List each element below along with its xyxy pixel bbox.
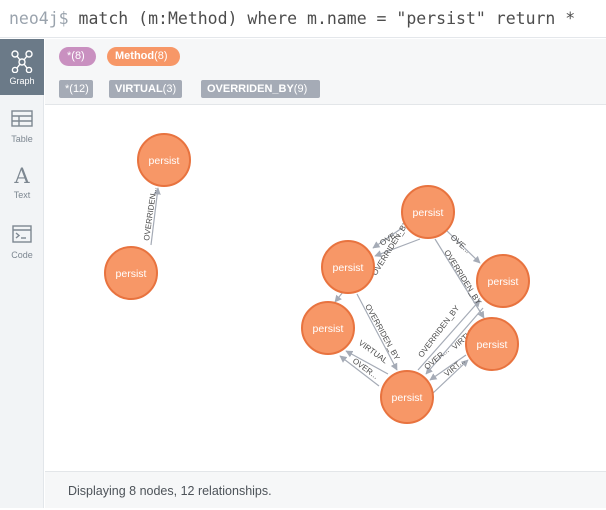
sidebar-item-code[interactable]: Code	[0, 213, 44, 269]
reltype-tag-virtual[interactable]: VIRTUAL(3)	[109, 80, 182, 98]
sidebar-item-table[interactable]: Table	[0, 97, 44, 153]
graph-svg: OVERRIDEN... OVE... OVE... OVERRIDEN_BY …	[104, 133, 530, 424]
sidebar-item-label: Graph	[9, 76, 35, 86]
view-sidebar: Graph Table A Text Code	[0, 39, 44, 508]
graph-node[interactable]: persist	[301, 301, 355, 355]
code-icon	[12, 225, 32, 243]
reltype-count: (3)	[162, 83, 177, 95]
label-name: Method	[115, 50, 155, 62]
edge-label: VIRT...	[443, 356, 467, 378]
graph-icon	[11, 50, 33, 73]
relationships	[150, 187, 485, 395]
graph-node[interactable]: persist	[137, 133, 191, 187]
graph-canvas[interactable]: OVERRIDEN... OVE... OVE... OVERRIDEN_BY …	[45, 105, 606, 471]
reltype-count: (12)	[69, 83, 89, 95]
sidebar-item-text[interactable]: A Text	[0, 153, 44, 209]
relationship-edge[interactable]	[374, 238, 421, 258]
label-pill-all[interactable]: *(8)	[59, 47, 96, 66]
reltype-tag-overriden-by[interactable]: OVERRIDEN_BY(9)	[201, 80, 320, 98]
nodes: persist persist persist persist persist …	[104, 133, 530, 424]
relationship-edge[interactable]	[372, 227, 403, 249]
relationship-edge[interactable]	[345, 350, 389, 375]
query-prompt: neo4j$	[9, 9, 69, 28]
edge-label: OVERRIDEN...	[142, 186, 158, 241]
query-bar[interactable]: neo4j$ match (m:Method) where m.name = "…	[0, 0, 606, 38]
graph-node[interactable]: persist	[476, 254, 530, 308]
node-caption: persist	[488, 276, 519, 288]
reltype-name: *	[65, 83, 70, 95]
node-caption: persist	[477, 339, 508, 351]
graph-node[interactable]: persist	[465, 317, 519, 371]
reltype-name: OVERRIDEN_BY	[207, 83, 294, 95]
relationship-edge[interactable]	[150, 187, 161, 246]
sidebar-item-label: Table	[11, 134, 33, 144]
text-icon: A	[13, 164, 30, 187]
result-legend: *(8) Method(8) *(12) VIRTUAL(3) OVERRIDE…	[45, 39, 606, 105]
node-caption: persist	[413, 207, 444, 219]
relationship-edge[interactable]	[431, 359, 469, 395]
graph-node[interactable]: persist	[401, 185, 455, 239]
svg-text:A: A	[13, 164, 30, 187]
node-caption: persist	[149, 155, 180, 167]
relationship-edge[interactable]	[417, 299, 481, 371]
node-caption: persist	[313, 323, 344, 335]
graph-node[interactable]: persist	[104, 246, 158, 300]
sidebar-item-label: Code	[11, 250, 33, 260]
graph-node[interactable]: persist	[321, 240, 375, 294]
edge-label: OVERRIDEN_BY	[370, 219, 411, 277]
query-text[interactable]: match (m:Method) where m.name = "persist…	[78, 9, 576, 28]
relationship-edge[interactable]	[445, 229, 481, 264]
relationship-edge[interactable]	[425, 307, 484, 375]
relationship-edge[interactable]	[339, 355, 380, 387]
label-count: (8)	[154, 50, 168, 62]
reltype-tag-all[interactable]: *(12)	[59, 80, 93, 98]
status-text: Displaying 8 nodes, 12 relationships.	[68, 484, 272, 498]
label-pill-method[interactable]: Method(8)	[107, 47, 180, 66]
relationship-edge[interactable]	[334, 291, 344, 303]
sidebar-item-label: Text	[13, 190, 31, 200]
table-icon	[11, 110, 33, 127]
relationship-edge[interactable]	[356, 293, 398, 371]
label-name: *	[67, 50, 72, 62]
sidebar-item-graph[interactable]: Graph	[0, 39, 44, 95]
edge-label: OVER...	[351, 356, 380, 381]
reltype-name: VIRTUAL	[115, 83, 163, 95]
graph-node[interactable]: persist	[380, 370, 434, 424]
reltype-count: (9)	[293, 83, 308, 95]
relationship-edge[interactable]	[429, 354, 467, 381]
label-count: (8)	[71, 50, 85, 62]
node-caption: persist	[333, 262, 364, 274]
node-caption: persist	[392, 392, 423, 404]
status-footer: Displaying 8 nodes, 12 relationships.	[45, 471, 606, 508]
node-caption: persist	[116, 268, 147, 280]
